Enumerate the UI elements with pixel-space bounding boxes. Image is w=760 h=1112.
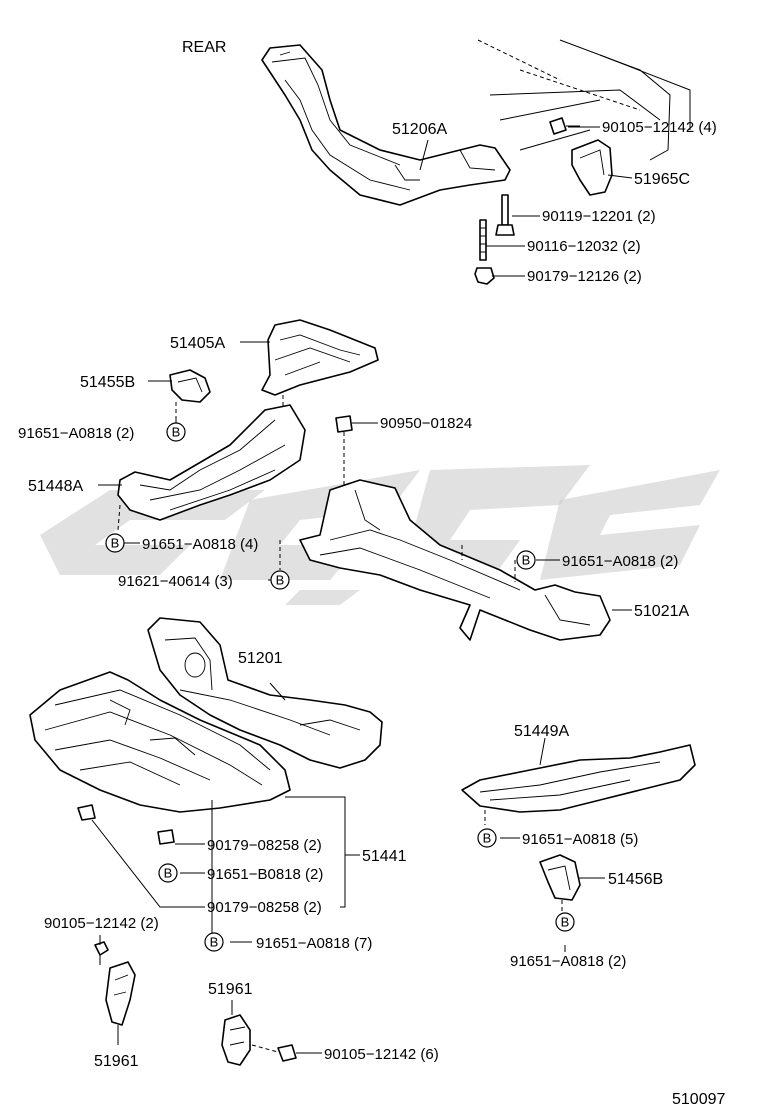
callout-91651-A0818-2-bottom: 91651−A0818 (2) (510, 953, 626, 970)
part-51965C-bracket (571, 139, 613, 196)
part-51021A-crossmember (299, 479, 611, 641)
callout-90179-08258-2b: 90179−08258 (2) (207, 899, 322, 916)
part-51961-left-bracket (94, 941, 136, 1026)
callout-91651-B0818-2: 91651−B0818 (2) (207, 866, 323, 883)
clip-marker-text: B (111, 536, 120, 551)
part-51455B-bracket (169, 369, 211, 420)
part-51405A-cover (261, 319, 379, 410)
part-51449A-cover (461, 744, 696, 825)
clip-marker-circle (204, 932, 224, 952)
callout-91651-A0818-2-left: 91651−A0818 (2) (18, 425, 134, 442)
callout-90950-01824: 90950−01824 (380, 415, 472, 432)
callout-90119-12201-2: 90119−12201 (2) (542, 208, 656, 225)
callout-51405A: 51405A (170, 335, 225, 352)
part-51456B-bracket (539, 854, 581, 912)
callout-51448A: 51448A (28, 478, 83, 495)
clip-marker-text: B (561, 915, 570, 930)
clip-marker-circles: B B B B B B B B (105, 422, 575, 952)
clip-marker-text: B (522, 553, 531, 568)
callout-91651-A0818-5: 91651−A0818 (5) (522, 831, 638, 848)
clip-marker-circle (477, 828, 497, 848)
callout-90179-12126-2: 90179−12126 (2) (527, 268, 642, 285)
callout-51441: 51441 (362, 848, 407, 865)
leader-lines (91, 126, 633, 1054)
callout-51201: 51201 (238, 650, 283, 667)
callout-51965C: 51965C (634, 171, 690, 188)
orientation-label: REAR (182, 39, 226, 56)
fasteners-top (474, 117, 580, 285)
callout-91651-A0818-2-right: 91651−A0818 (2) (562, 553, 678, 570)
callout-51961-center: 51961 (208, 981, 253, 998)
part-51448A-cover (117, 404, 306, 570)
clip-marker-circle (166, 422, 186, 442)
clip-marker-circle (270, 570, 290, 590)
clip-marker-text: B (276, 573, 285, 588)
callout-91651-A0818-4: 91651−A0818 (4) (142, 536, 258, 553)
clip-marker-circle (158, 863, 178, 883)
clips-51441 (77, 804, 175, 845)
callout-90105-12142-2: 90105−12142 (2) (44, 915, 159, 932)
part-51206A-rear-crossmember (261, 44, 511, 206)
callout-51961-left: 51961 (94, 1053, 139, 1070)
watermark-logo (40, 465, 720, 605)
callout-51455B: 51455B (80, 374, 135, 391)
callout-51021A: 51021A (634, 603, 689, 620)
clip-marker-circle (516, 550, 536, 570)
callout-90105-12142-4: 90105−12142 (4) (602, 119, 717, 136)
part-51441-floor-cover (29, 671, 291, 813)
body-context-outline (477, 39, 691, 161)
callout-51206A: 51206A (392, 121, 447, 138)
part-51201-frame (147, 617, 383, 769)
callout-labels: REAR 51206A 90105−12142 (4) 51965C 90119… (18, 39, 725, 1108)
callout-91651-A0818-7: 91651−A0818 (7) (256, 935, 372, 952)
callout-90105-12142-6: 90105−12142 (6) (324, 1046, 439, 1063)
clip-marker-text: B (172, 425, 181, 440)
callout-51449A: 51449A (514, 723, 569, 740)
callout-90179-08258-2a: 90179−08258 (2) (207, 837, 322, 854)
part-51961-center-bracket (221, 1014, 297, 1066)
callout-90116-12032-2: 90116−12032 (2) (527, 238, 641, 255)
figure-number: 510097 (672, 1091, 725, 1108)
part-90950-01824-plug (335, 415, 353, 520)
clip-marker-text: B (210, 935, 219, 950)
callout-51456B: 51456B (608, 871, 663, 888)
clip-marker-text: B (483, 831, 492, 846)
callout-91621-40614-3: 91621−40614 (3) (118, 573, 233, 590)
clip-marker-text: B (164, 866, 173, 881)
clip-marker-circle (105, 533, 125, 553)
clip-marker-circle (555, 912, 575, 932)
